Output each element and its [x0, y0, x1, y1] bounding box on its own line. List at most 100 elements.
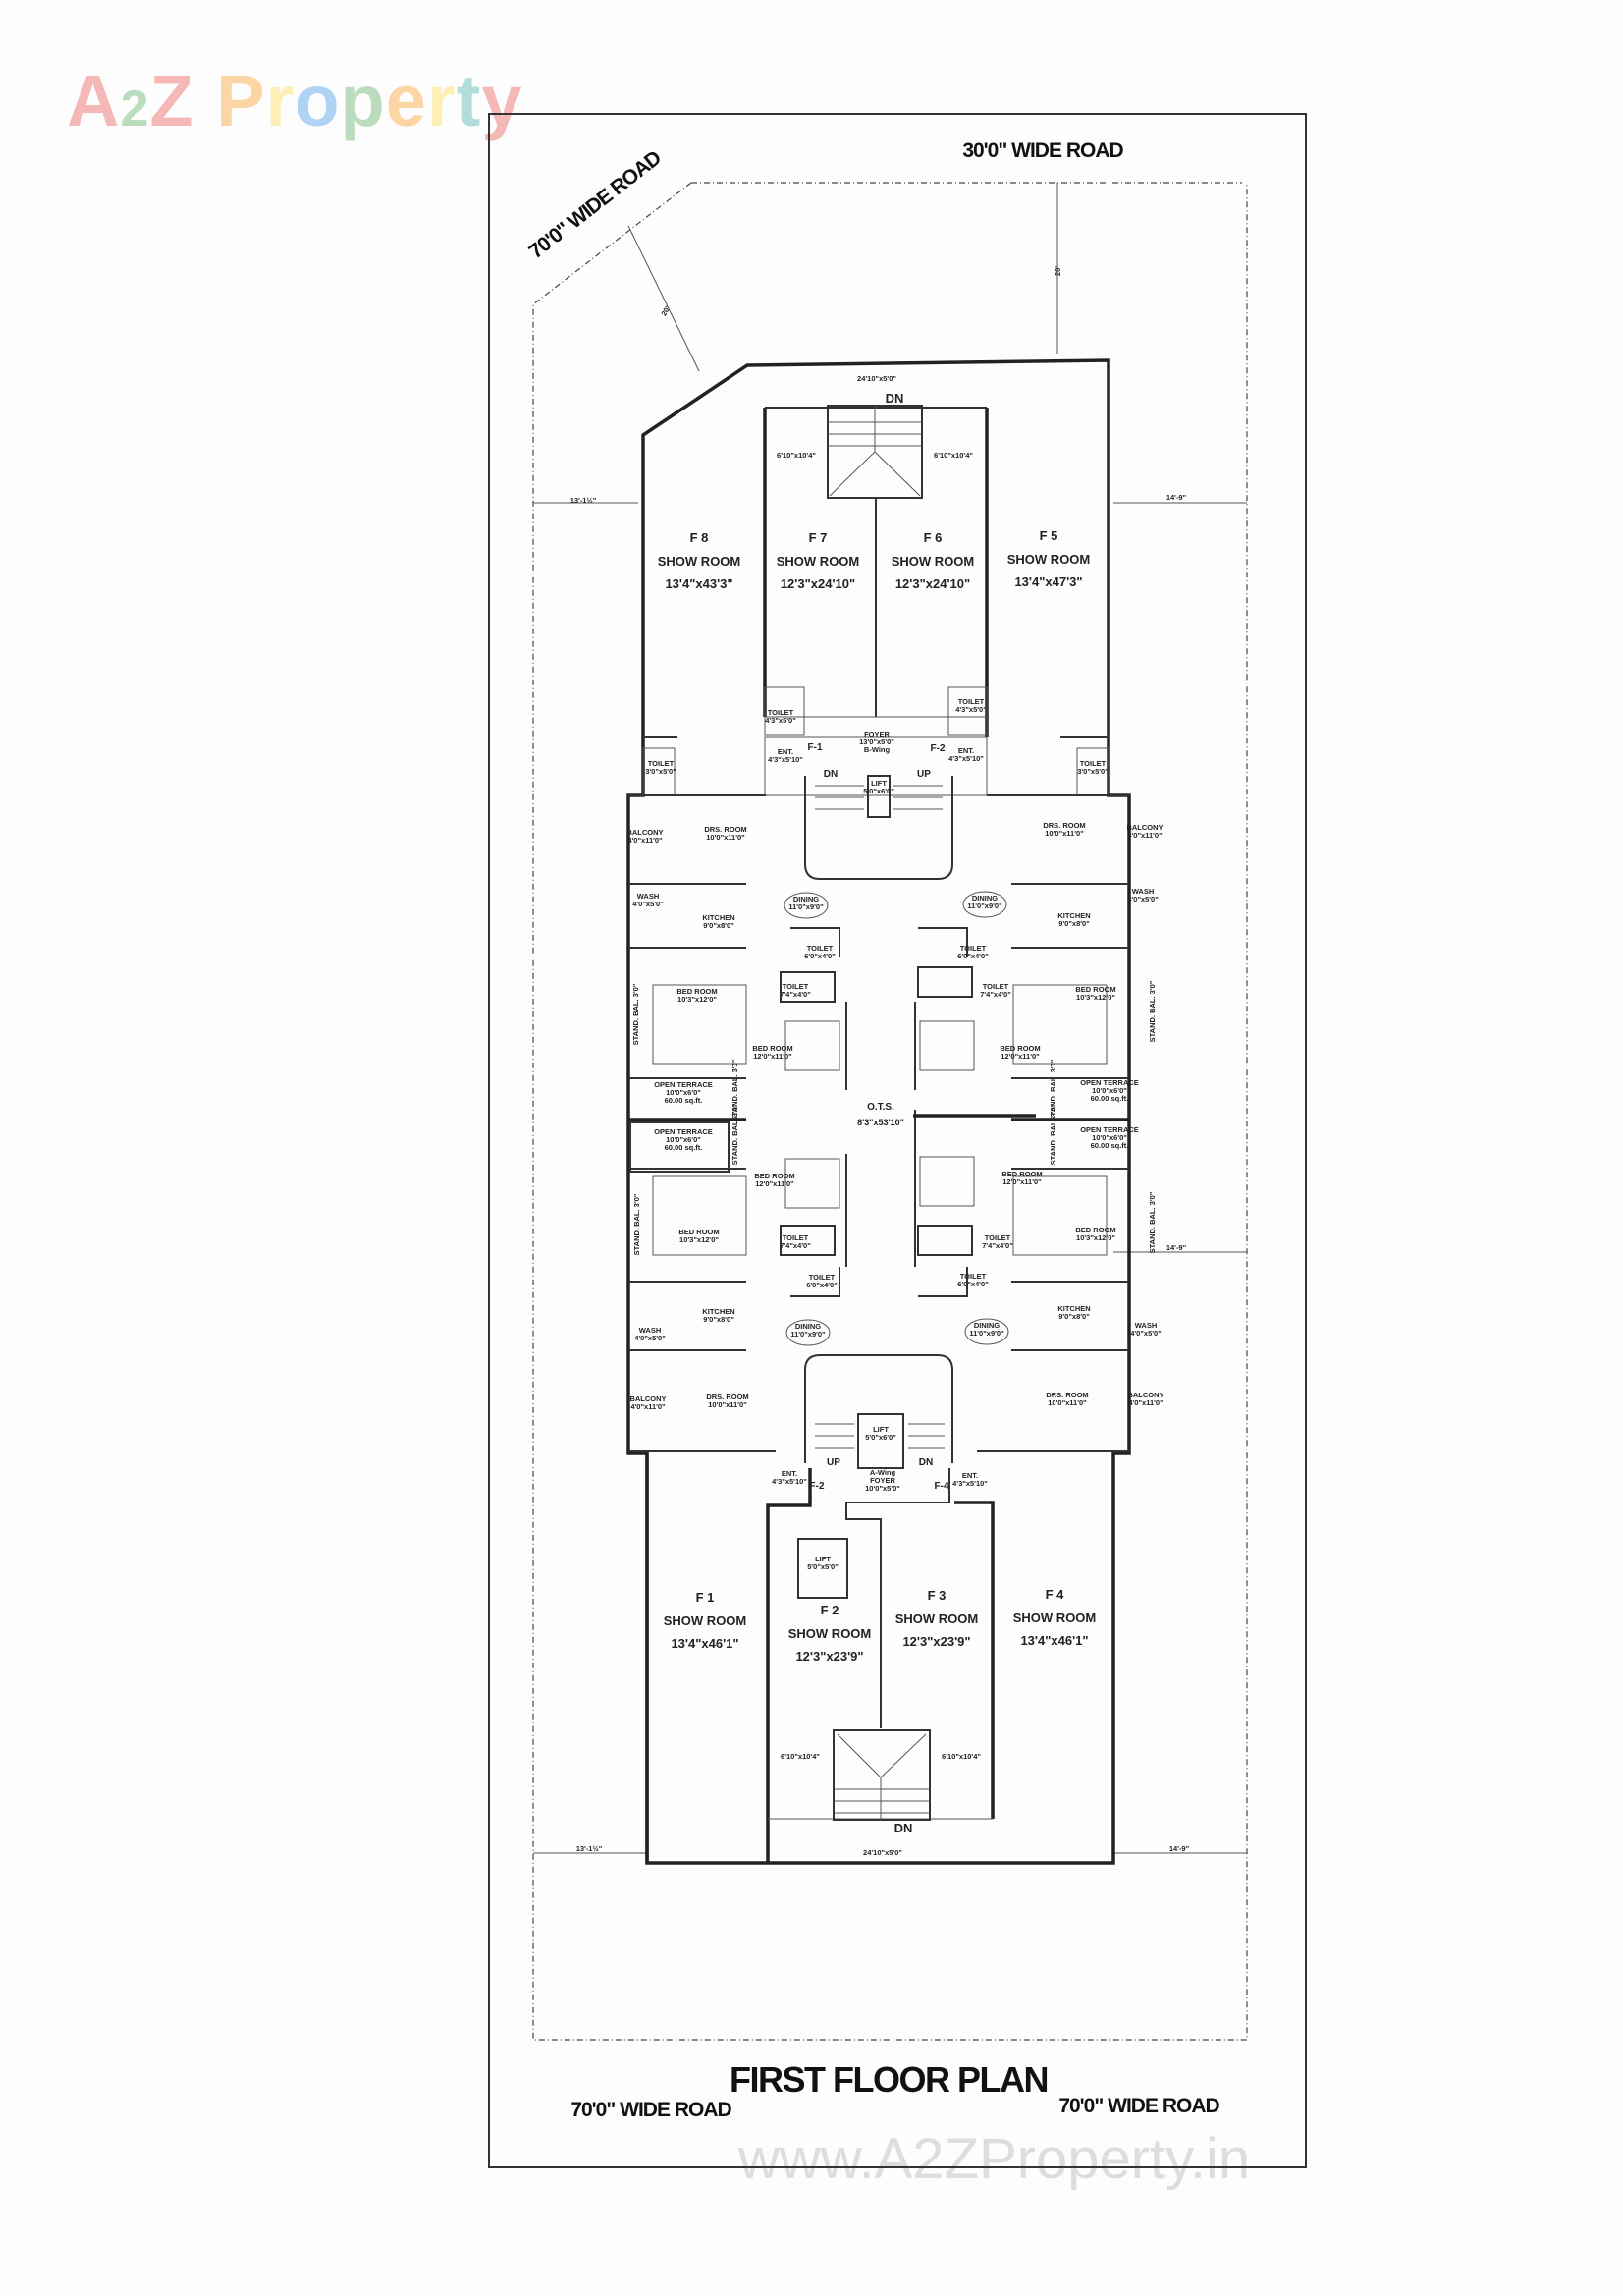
dim-right-top: 14'-9" [1166, 493, 1187, 502]
room-label: B-Wing [864, 745, 891, 754]
showroom-label: SHOW ROOM [892, 554, 975, 569]
stand-balcony-label: STAND. BAL. 3'0" [1148, 980, 1157, 1042]
stand-balcony-label: STAND. BAL. 3'0" [730, 1103, 739, 1165]
room-label: TOILET [768, 708, 794, 717]
room-label: 4'3"x5'10" [952, 1479, 988, 1488]
room-label: DRS. ROOM [704, 825, 746, 834]
room-label: 10'0"x6'0" [1092, 1086, 1127, 1095]
room-label: KITCHEN [1057, 911, 1090, 920]
room-label: TOILET [983, 982, 1009, 991]
room-label: BED ROOM [1001, 1170, 1042, 1178]
room-label: 3'0"x5'0" [1077, 767, 1109, 776]
road-label-bottom-left: 70'0" WIDE ROAD [570, 2099, 731, 2121]
room-label: LIFT [871, 779, 887, 788]
top-passage-size: 24'10"x5'0" [857, 374, 896, 383]
room-label: KITCHEN [1057, 1304, 1090, 1313]
room-label: FOYER [864, 730, 890, 738]
room-label: BED ROOM [1000, 1044, 1040, 1053]
room-label: 5'0"x6'0" [863, 787, 894, 795]
room-label: 4'0"x5'0" [1127, 895, 1159, 903]
road-label-top: 30'0" WIDE ROAD [962, 139, 1123, 162]
room-label: 11'0"x9'0" [790, 1330, 826, 1339]
dim-left-bottom: 13'-1½" [576, 1844, 603, 1853]
stand-balcony-label: STAND. BAL. 3'0" [730, 1059, 739, 1121]
room-label: OPEN TERRACE [654, 1127, 713, 1136]
room-label: 4'0"x11'0" [627, 836, 663, 845]
bottom-stair-left-size: 6'10"x10'4" [781, 1752, 820, 1761]
room-label: WASH [639, 1326, 662, 1335]
room-label: 4'3"x5'10" [768, 755, 803, 764]
dim-setback-diagonal: 20' [659, 304, 672, 317]
stand-balcony-label: STAND. BAL. 3'0" [1148, 1191, 1157, 1253]
dim-right-mid: 14'-9" [1166, 1243, 1187, 1252]
room-label: 4'3"x5'10" [948, 754, 984, 763]
top-stair-left-size: 6'10"x10'4" [777, 451, 816, 460]
room-label: 6'0"x4'0" [957, 1280, 989, 1288]
road-label-diagonal: 70'0" WIDE ROAD [525, 146, 667, 263]
circulation-mark: DN [919, 1457, 933, 1468]
top-stair-right-size: 6'10"x10'4" [934, 451, 973, 460]
room-label: ENT. [778, 747, 793, 756]
room-label: TOILET [648, 759, 675, 768]
room-label: DINING [974, 1321, 1000, 1330]
room-label: LIFT [873, 1425, 889, 1434]
room-label: DRS. ROOM [1046, 1391, 1088, 1399]
b-wing-stair-lift [804, 775, 953, 880]
showroom-number: F 4 [1046, 1587, 1065, 1602]
showroom-size: 12'3"x23'9" [795, 1649, 863, 1664]
top-stair-down: DN [886, 391, 904, 406]
room-label: 9'0"x8'0" [703, 921, 734, 930]
room-label: 6'0"x4'0" [804, 952, 836, 960]
showroom-size: 13'4"x46'1" [671, 1636, 738, 1651]
setback-line-diagonal [627, 225, 700, 372]
room-label: 6'0"x4'0" [957, 952, 989, 960]
room-label: FOYER [870, 1476, 895, 1485]
room-label: 4'0"x11'0" [630, 1402, 666, 1411]
a-wing-stair-lift [804, 1354, 953, 1469]
showroom-size: 12'3"x24'10" [895, 576, 970, 591]
room-label: 10'0"x11'0" [1048, 1398, 1087, 1407]
showroom-label: SHOW ROOM [1013, 1611, 1097, 1625]
dim-setback-top: 20' [1054, 266, 1062, 276]
circulation-mark: F-2 [810, 1481, 825, 1492]
room-label: BED ROOM [754, 1172, 794, 1180]
showroom-size: 12'3"x23'9" [902, 1634, 970, 1649]
room-label: TOILET [985, 1233, 1011, 1242]
room-label: TOILET [783, 1233, 809, 1242]
room-label: 9'0"x8'0" [1058, 919, 1090, 928]
room-label: BED ROOM [1075, 1226, 1115, 1234]
room-label: 7'4"x4'0" [780, 990, 811, 999]
room-label: 4'3"x5'0" [765, 716, 796, 725]
showroom-size: 13'4"x43'3" [665, 576, 732, 591]
room-label: BED ROOM [1075, 985, 1115, 994]
showroom-size: 12'3"x24'10" [781, 576, 855, 591]
dim-left-top: 13'-1½" [570, 496, 597, 505]
room-label: 9'0"x8'0" [703, 1315, 734, 1324]
room-label: TOILET [960, 1272, 987, 1281]
room-label: 5'0"x5'0" [807, 1562, 839, 1571]
room-label: DINING [793, 895, 819, 903]
room-label: KITCHEN [702, 1307, 734, 1316]
circulation-mark: UP [827, 1457, 840, 1468]
stand-balcony-label: STAND. BAL. 3'0" [631, 983, 640, 1045]
stand-balcony-label: STAND. BAL. 3'0" [1049, 1103, 1057, 1165]
room-label: 4'0"x5'0" [632, 900, 664, 908]
room-label: 12'0"x11'0" [753, 1052, 792, 1061]
upper-showroom-walls [642, 407, 1109, 796]
room-label: A-Wing [870, 1468, 896, 1477]
top-staircase [827, 405, 923, 499]
room-label: 11'0"x9'0" [969, 1329, 1004, 1338]
room-label: BED ROOM [752, 1044, 792, 1053]
stand-balcony-label: STAND. BAL. 3'0" [1049, 1059, 1057, 1121]
room-label: 10'0"x11'0" [708, 1400, 747, 1409]
room-label: 10'0"x11'0" [1045, 829, 1084, 838]
room-label: 10'0"x5'0" [865, 1484, 900, 1493]
stand-balcony-label: STAND. BAL. 3'0" [632, 1193, 641, 1255]
room-label: 11'0"x9'0" [788, 902, 824, 911]
room-label: OPEN TERRACE [654, 1080, 713, 1089]
room-label: OPEN TERRACE [1080, 1078, 1139, 1087]
room-label: 12'0"x11'0" [755, 1179, 794, 1188]
bottom-stair-right-size: 6'10"x10'4" [942, 1752, 981, 1761]
showroom-number: F 3 [928, 1588, 947, 1603]
